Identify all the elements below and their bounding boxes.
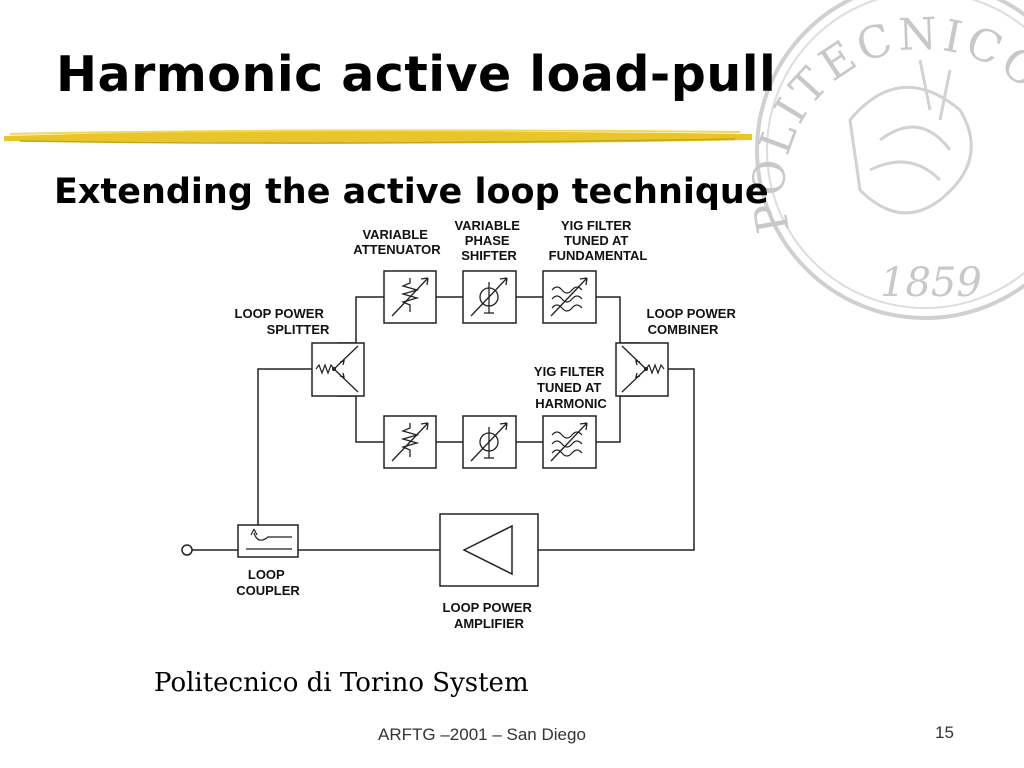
label-variable-phase-shifter: VARIABLE PHASE SHIFTER <box>454 218 523 263</box>
loop-power-combiner-block <box>615 342 669 397</box>
slide-subtitle: Extending the active loop technique <box>54 172 769 212</box>
filter-icon <box>551 286 583 312</box>
resistor-icon <box>315 363 335 375</box>
yig-filter-harmonic-block <box>542 415 597 469</box>
label-loop-power-splitter: LOOP POWER SPLITTER <box>235 306 331 337</box>
label-yig-filter-fundamental: YIG FILTER TUNED AT FUNDAMENTAL <box>549 218 648 263</box>
seal-year: 1859 <box>880 260 982 306</box>
loop-power-splitter-block <box>311 342 365 397</box>
seal-emblem <box>848 59 973 215</box>
amplifier-triangle-icon <box>462 524 513 576</box>
loop-power-amplifier-block <box>439 513 539 587</box>
diagram-caption: Politecnico di Torino System <box>154 668 529 698</box>
variable-phase-shifter-top-block <box>462 270 517 324</box>
variable-attenuator-top-block <box>383 270 437 324</box>
diagram-labels: VARIABLE ATTENUATOR VARIABLE PHASE SHIFT… <box>235 218 740 631</box>
slide-title: Harmonic active load-pull <box>56 46 777 103</box>
label-loop-power-amplifier: LOOP POWER AMPLIFIER <box>443 600 536 631</box>
variable-resistor-icon <box>400 278 420 312</box>
page-number: 15 <box>935 723 954 742</box>
variable-resistor-icon <box>400 423 420 457</box>
label-loop-coupler: LOOP COUPLER <box>236 567 300 598</box>
variable-phase-shifter-bottom-block <box>462 415 517 469</box>
input-port-icon <box>181 544 193 556</box>
resistor-icon <box>645 363 665 375</box>
label-variable-attenuator: VARIABLE ATTENUATOR <box>353 227 441 257</box>
filter-icon <box>551 431 583 457</box>
label-loop-power-combiner: LOOP POWER COMBINER <box>647 306 740 337</box>
variable-attenuator-bottom-block <box>383 415 437 469</box>
yig-filter-fundamental-block <box>542 270 597 324</box>
coupler-icon <box>246 532 292 550</box>
footer-text: ARFTG –2001 – San Diego <box>378 725 586 744</box>
title-underline-stroke <box>4 129 752 144</box>
label-yig-filter-harmonic: YIG FILTER TUNED AT HARMONIC <box>534 364 608 411</box>
loop-coupler-block <box>237 524 299 558</box>
